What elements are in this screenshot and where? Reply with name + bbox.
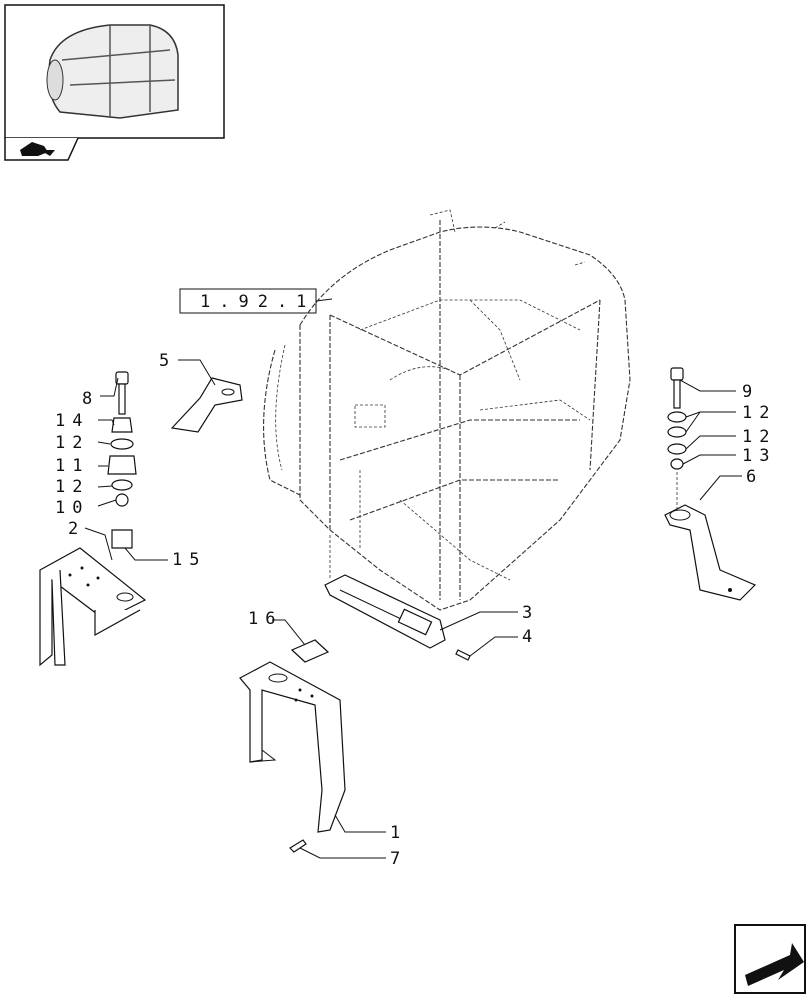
plate-16-part[interactable] (290, 639, 330, 663)
next-page-arrow-icon[interactable] (734, 924, 806, 994)
washer-12e-part[interactable] (667, 443, 687, 455)
callout-13: 13 (742, 446, 776, 466)
callout-7: 7 (390, 849, 407, 869)
callout-3: 3 (522, 603, 539, 623)
callout-8: 8 (82, 389, 99, 409)
callout-10: 10 (55, 498, 89, 518)
reference-label: 1.92.1 (200, 292, 315, 312)
thumbnail-panel[interactable] (4, 4, 225, 161)
callout-5: 5 (159, 351, 176, 371)
washer-12b-part[interactable] (111, 479, 133, 491)
callout-12-right-a: 12 (742, 403, 776, 423)
callout-4: 4 (522, 627, 539, 647)
spacer-10-part[interactable] (115, 493, 129, 507)
right-mount-stack (667, 367, 687, 510)
leader-lines (84, 359, 742, 859)
callout-6: 6 (746, 467, 763, 487)
cab-frame (263, 209, 631, 611)
left-mount-stack (107, 371, 137, 549)
callout-labels: 5 8 14 12 11 12 10 2 15 9 12 12 13 6 3 4… (55, 351, 776, 869)
cab-thumbnail-icon (46, 24, 179, 119)
bracket-6-part[interactable] (664, 504, 757, 601)
washer-12d-part[interactable] (667, 426, 687, 438)
bolt-7-part[interactable] (289, 839, 307, 853)
callout-2: 2 (68, 519, 85, 539)
callout-1: 1 (390, 823, 407, 843)
support-1-part[interactable] (239, 661, 346, 833)
mount-11-part[interactable] (107, 455, 137, 475)
callout-12-left-b: 12 (55, 477, 89, 497)
callout-9: 9 (742, 382, 759, 402)
bolt-9-part[interactable] (670, 367, 684, 409)
mount-15-part[interactable] (111, 529, 133, 549)
support-2-part[interactable] (39, 547, 147, 667)
callout-15: 15 (172, 550, 206, 570)
washer-12c-part[interactable] (667, 411, 687, 423)
callout-16: 16 (248, 609, 282, 629)
callout-11: 11 (55, 456, 89, 476)
tractor-section-icon (20, 142, 55, 156)
washer-12a-part[interactable] (110, 438, 134, 450)
cross-member-part[interactable] (324, 574, 446, 649)
callout-12-right-b: 12 (742, 427, 776, 447)
bracket-5-part[interactable] (170, 377, 243, 433)
bolt-8-part[interactable] (115, 371, 129, 415)
callout-14: 14 (55, 411, 89, 431)
bolt-4-part[interactable] (455, 649, 471, 661)
bushing-14-part[interactable] (111, 417, 133, 433)
reference-box[interactable]: 1.92.1 (179, 288, 333, 314)
callout-12-left-a: 12 (55, 433, 89, 453)
spacer-13-part[interactable] (670, 458, 684, 470)
